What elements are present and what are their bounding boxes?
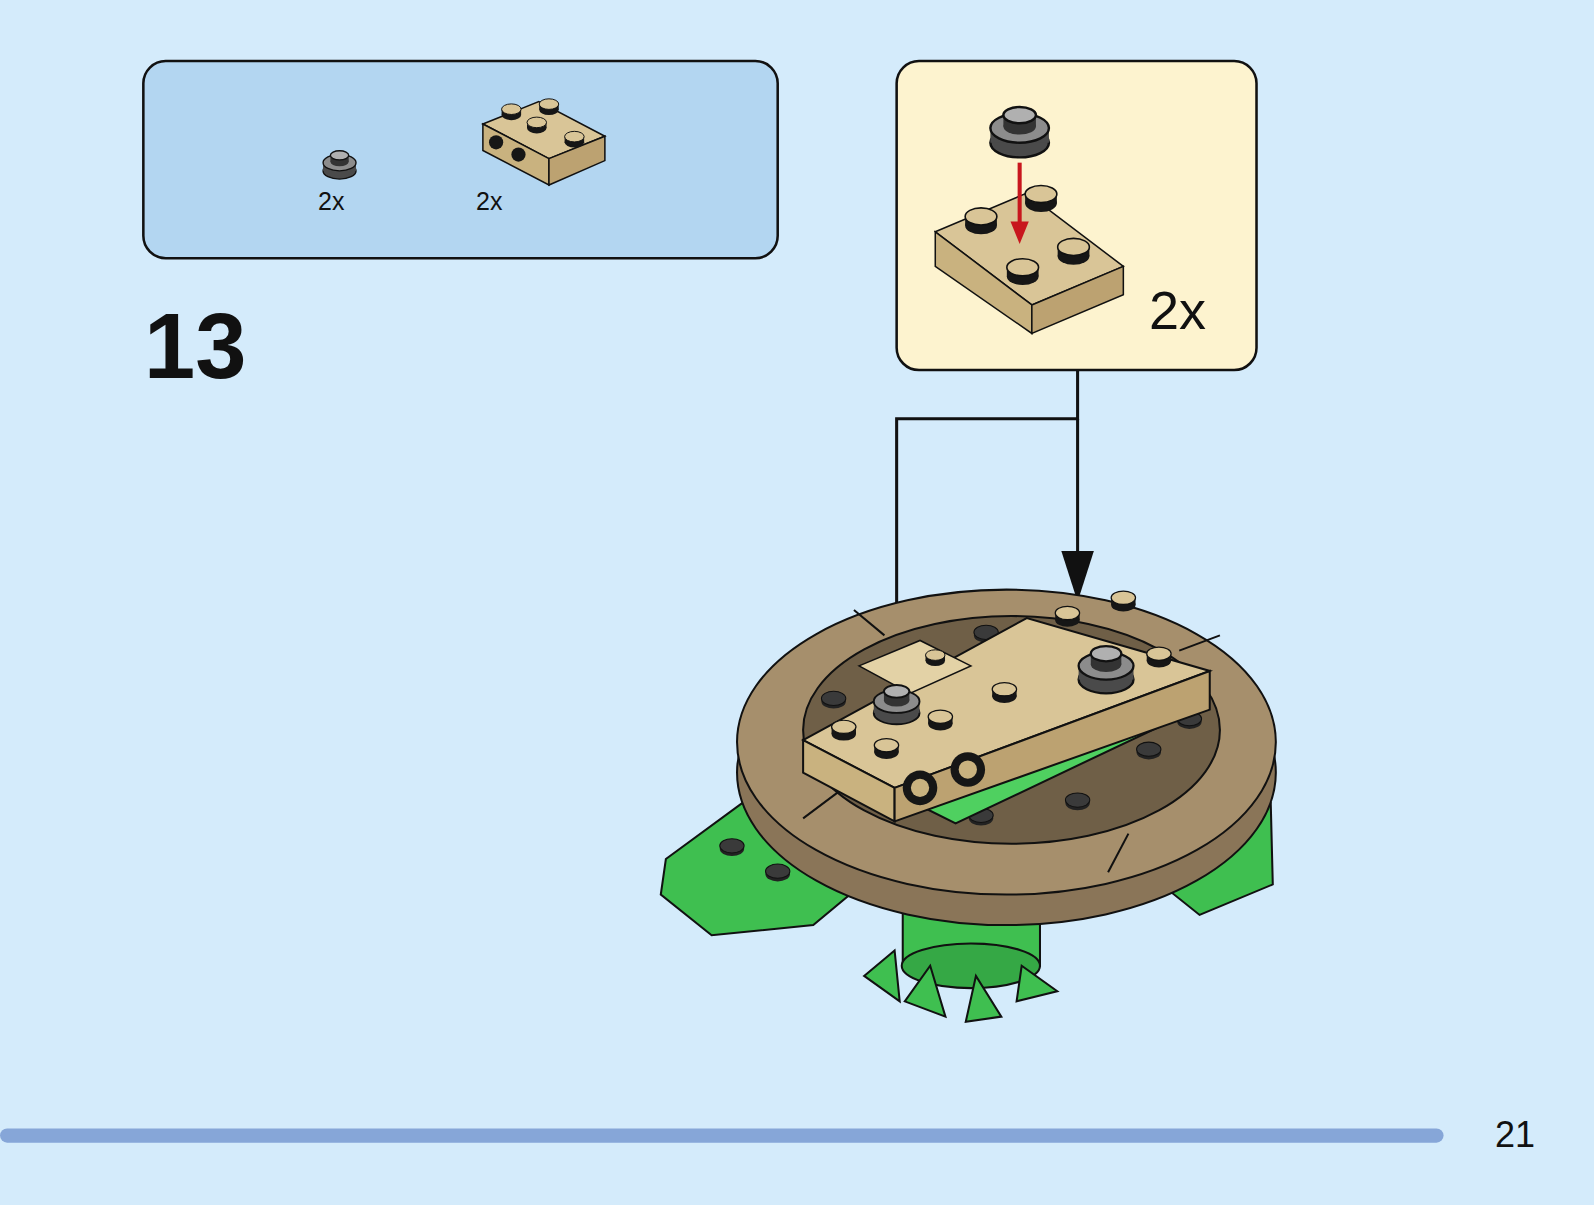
bracket-part	[489, 135, 503, 149]
turtle-model	[720, 839, 744, 856]
leader-arrows	[897, 370, 1078, 616]
turtle-model	[992, 683, 1016, 703]
bracket-part	[511, 147, 525, 161]
bracket-part	[1007, 259, 1039, 285]
callout-panel	[897, 61, 1257, 370]
turtle-model	[803, 616, 1220, 844]
bracket-part	[1025, 185, 1057, 211]
quantity-label: 2x	[1149, 283, 1206, 337]
turtle-model	[1147, 647, 1171, 667]
turtle-model	[966, 976, 1002, 1022]
turtle-model	[661, 590, 1276, 1022]
turtle-model	[874, 739, 898, 759]
bracket-part	[935, 185, 1123, 333]
bracket-part	[965, 208, 997, 234]
callout-panel	[1011, 222, 1029, 244]
bracket-part	[565, 131, 585, 147]
turtle-model	[832, 720, 856, 740]
page-bar	[0, 1128, 1444, 1142]
turtle-model	[1179, 635, 1220, 650]
callout-panel	[990, 107, 1049, 157]
step-number: 13	[144, 300, 246, 392]
quantity-label: 2x	[476, 189, 502, 214]
turtle-model	[903, 771, 938, 806]
turtle-model	[874, 685, 920, 724]
parts-panel	[143, 61, 777, 258]
bracket-part	[1032, 266, 1123, 333]
turtle-model	[911, 779, 929, 797]
callout-panel	[1018, 163, 1022, 226]
turtle-model	[926, 650, 946, 666]
parts-list-panel: 2x 2x	[143, 61, 778, 258]
page-number: 21	[1495, 1117, 1535, 1153]
parts-panel	[323, 151, 356, 179]
turtle-model	[1079, 646, 1134, 693]
turtle-model	[765, 864, 789, 881]
turtle-model	[737, 590, 1276, 895]
callout-panel: 2x	[897, 61, 1257, 370]
turtle-model	[1111, 591, 1135, 611]
quantity-label: 2x	[318, 189, 344, 214]
turtle-model	[959, 760, 977, 778]
bracket-part	[502, 104, 522, 120]
turtle-model	[1017, 966, 1058, 1002]
turtle-model	[951, 752, 986, 787]
leader-arrows	[1076, 419, 1079, 555]
turtle-model	[1065, 793, 1089, 810]
turtle-model	[821, 691, 845, 708]
turtle-model	[905, 966, 946, 1017]
turtle-model	[854, 610, 884, 635]
turtle-model	[895, 671, 1210, 821]
bracket-part	[1058, 238, 1090, 264]
turtle-model	[1108, 834, 1128, 873]
parts-panel	[143, 61, 777, 258]
callout-panel	[897, 61, 1257, 370]
turtle-model	[864, 951, 900, 1002]
bracket-part	[483, 99, 605, 185]
bracket-part	[539, 99, 559, 115]
illustration	[0, 61, 1444, 1143]
turtle-model	[1055, 606, 1079, 626]
turtle-model	[1137, 742, 1161, 759]
turtle-model	[803, 788, 844, 818]
turtle-model	[859, 640, 971, 693]
turtle-model	[928, 710, 952, 730]
bracket-part	[527, 117, 547, 133]
